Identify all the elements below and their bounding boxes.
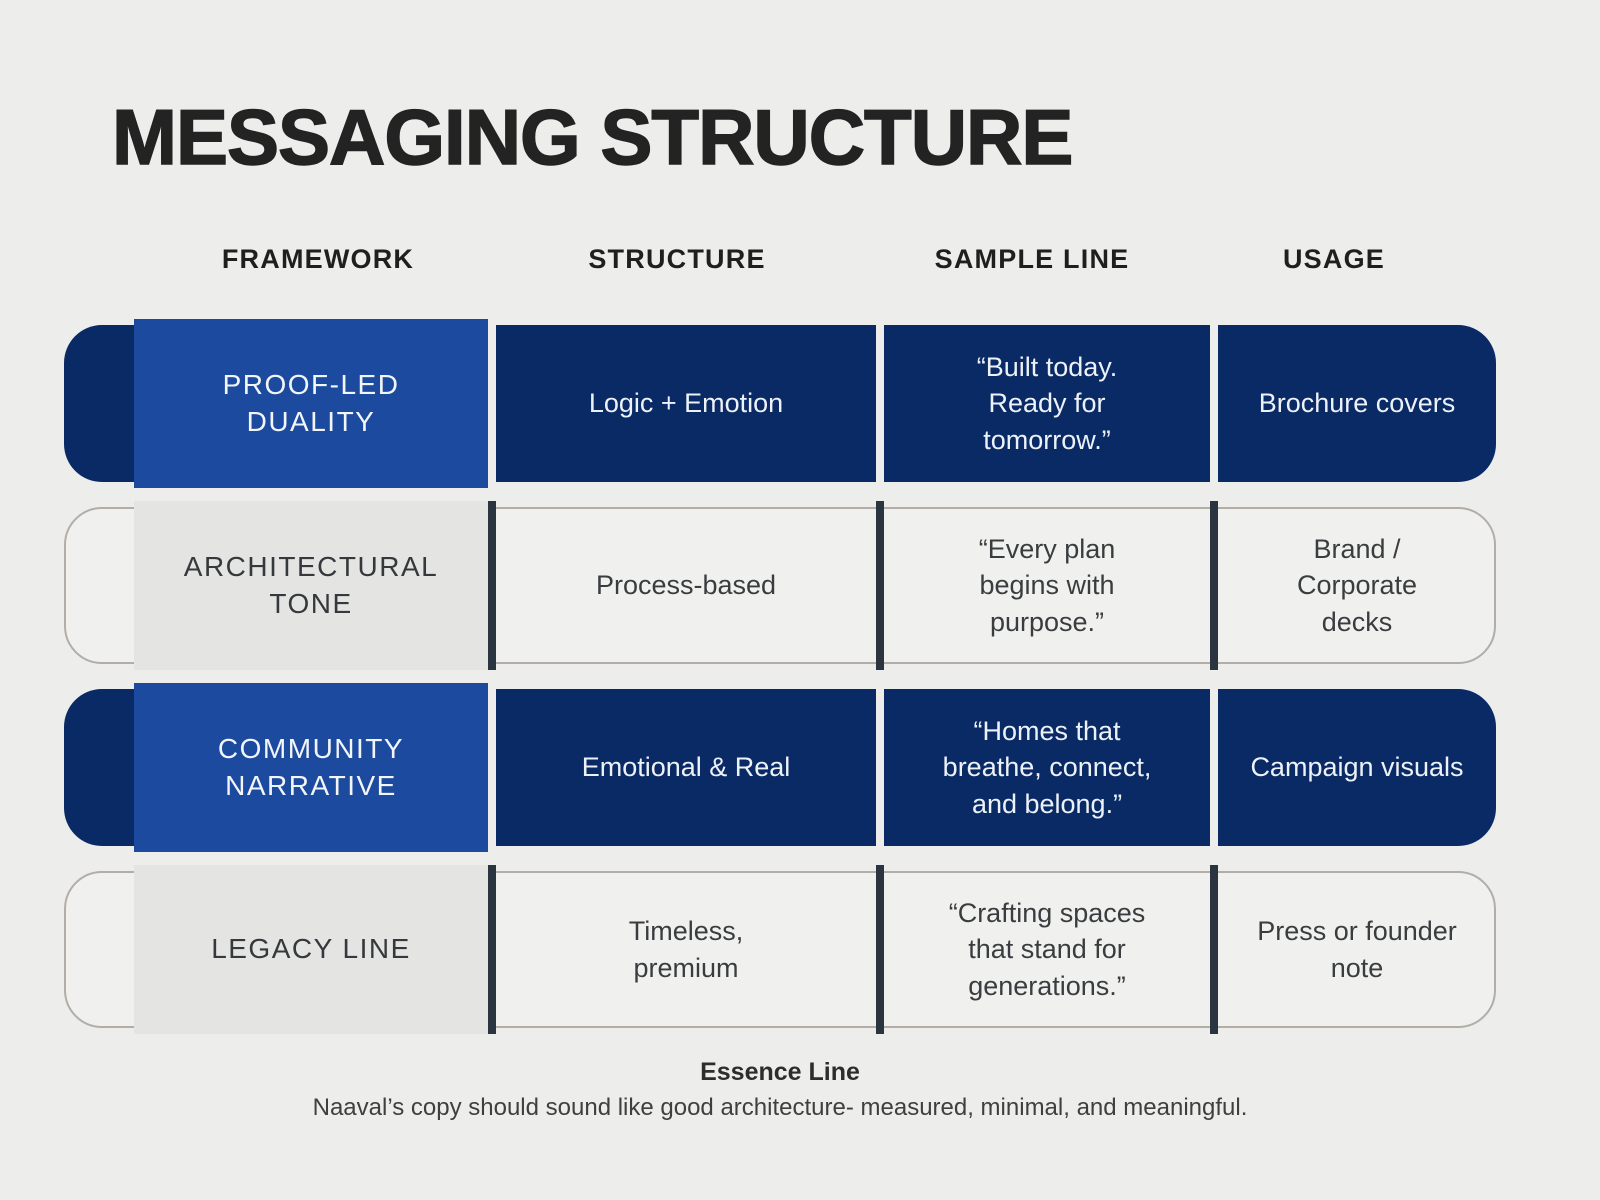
table-row-architectural-tone: ARCHITECTURAL TONE Process-based “Every … — [64, 501, 1496, 670]
usage-cell: Brochure covers — [1218, 325, 1496, 482]
framework-label: LEGACY LINE — [211, 933, 411, 965]
usage-text: Brochure covers — [1258, 388, 1456, 419]
sample-line-cell: “Crafting spaces that stand for generati… — [884, 871, 1210, 1028]
framework-panel: PROOF-LED DUALITY — [134, 319, 488, 488]
usage-cell-bg — [1218, 325, 1496, 482]
table-row-legacy-line: LEGACY LINE Timeless, premium “Crafting … — [64, 865, 1496, 1034]
column-header-usage: USAGE — [1282, 244, 1386, 274]
table-row-community-narrative: COMMUNITY NARRATIVE Emotional & Real “Ho… — [64, 683, 1496, 852]
structure-text: Emotional & Real — [581, 752, 791, 783]
sample-line-cell: “Every plan begins with purpose.” — [884, 507, 1210, 664]
framework-panel: ARCHITECTURAL TONE — [134, 501, 488, 670]
messaging-structure-table: PROOF-LED DUALITY Logic + Emotion “Built… — [64, 319, 1496, 1053]
framework-label: PROOF-LED DUALITY — [222, 369, 400, 437]
usage-text: Campaign visuals — [1250, 752, 1464, 783]
structure-cell: Emotional & Real — [496, 689, 876, 846]
sample-line-text: “Homes that breathe, connect, and belong… — [942, 715, 1152, 819]
sample-line-text: “Built today. Ready for tomorrow.” — [976, 351, 1118, 455]
framework-label: COMMUNITY NARRATIVE — [217, 733, 405, 801]
cell-divider — [1210, 501, 1218, 670]
column-header-framework: FRAMEWORK — [221, 244, 415, 274]
structure-cell: Timeless, premium — [496, 871, 876, 1028]
sample-line-text: “Every plan begins with purpose.” — [978, 533, 1116, 637]
cell-divider — [876, 501, 884, 670]
usage-cell-bg — [1218, 689, 1496, 846]
footer-text: Naaval’s copy should sound like good arc… — [312, 1094, 1248, 1121]
column-header-structure: STRUCTURE — [588, 244, 766, 274]
sample-line-cell: “Built today. Ready for tomorrow.” — [884, 325, 1210, 482]
framework-panel: COMMUNITY NARRATIVE — [134, 683, 488, 852]
sample-line-cell-bg — [884, 689, 1210, 846]
usage-text: Press or founder note — [1257, 916, 1457, 983]
framework-label: ARCHITECTURAL TONE — [183, 551, 439, 619]
structure-text: Process-based — [595, 570, 777, 601]
structure-cell-bg — [496, 325, 876, 482]
column-header-sample-line: SAMPLE LINE — [934, 244, 1130, 274]
table-row-proof-led-duality: PROOF-LED DUALITY Logic + Emotion “Built… — [64, 319, 1496, 488]
usage-cell: Brand / Corporate decks — [1218, 507, 1496, 664]
column-header-row: FRAMEWORK STRUCTURE SAMPLE LINE USAGE — [64, 244, 1496, 278]
cell-divider — [1210, 865, 1218, 1034]
structure-text: Logic + Emotion — [588, 388, 784, 419]
footer-heading: Essence Line — [700, 1058, 860, 1086]
sample-line-cell: “Homes that breathe, connect, and belong… — [884, 689, 1210, 846]
sample-line-text: “Crafting spaces that stand for generati… — [948, 897, 1146, 1001]
cell-divider — [876, 865, 884, 1034]
cell-divider — [488, 865, 496, 1034]
sample-line-cell-bg — [884, 325, 1210, 482]
framework-panel: LEGACY LINE — [134, 865, 488, 1034]
structure-cell: Logic + Emotion — [496, 325, 876, 482]
structure-text: Timeless, premium — [628, 916, 744, 983]
footer: Essence Line Naaval’s copy should sound … — [64, 1058, 1496, 1122]
structure-cell-bg — [496, 689, 876, 846]
structure-cell: Process-based — [496, 507, 876, 664]
usage-text: Brand / Corporate decks — [1296, 533, 1418, 637]
cell-divider — [488, 501, 496, 670]
usage-cell: Campaign visuals — [1218, 689, 1496, 846]
page-title: MESSAGING STRUCTURE — [111, 93, 1074, 181]
usage-cell: Press or founder note — [1218, 871, 1496, 1028]
